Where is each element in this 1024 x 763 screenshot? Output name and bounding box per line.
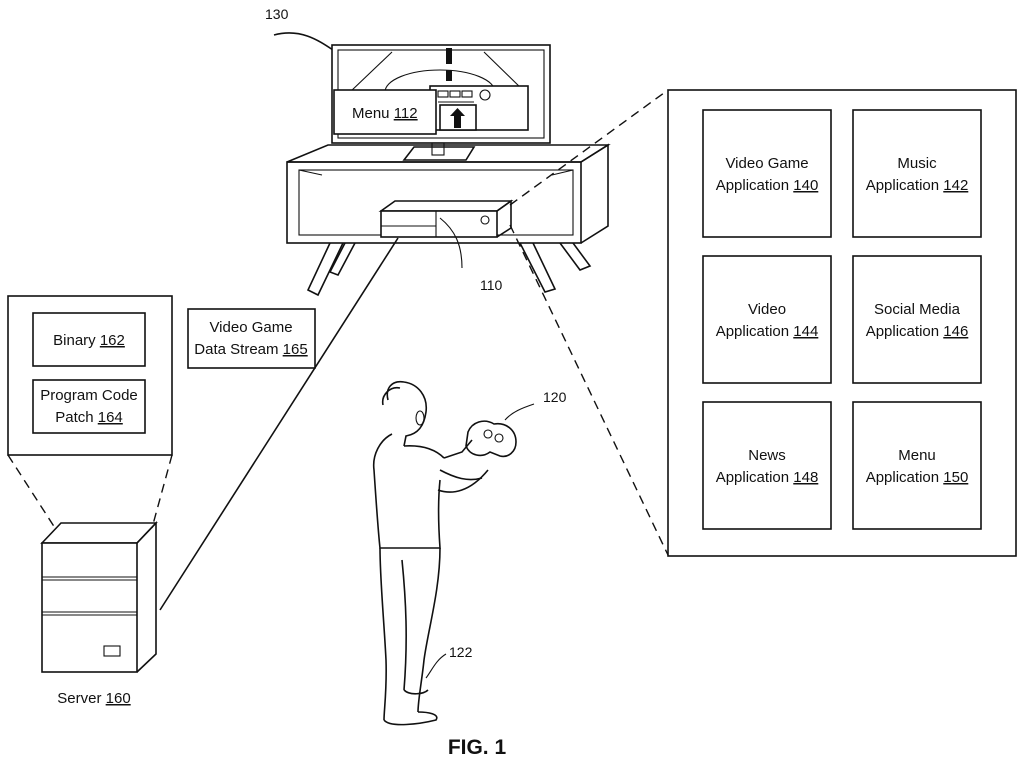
- controller-ref-label: 120: [543, 389, 567, 405]
- app-tile-music: Music Application 142: [853, 110, 981, 237]
- data-stream-label-line1: Video Game: [209, 319, 292, 336]
- svg-text:Music: Music: [897, 155, 937, 172]
- app-tile-news: News Application 148: [703, 402, 831, 529]
- svg-text:Video Game: Video Game: [725, 155, 808, 172]
- console-projection-lines: [510, 90, 668, 555]
- display-ref-label: 130: [265, 6, 289, 22]
- game-console: [381, 201, 511, 268]
- television: [274, 33, 550, 160]
- svg-text:News: News: [748, 447, 786, 464]
- user-ref-label: 122: [449, 644, 473, 660]
- figure-caption: FIG. 1: [448, 736, 507, 759]
- app-tile-video: Video Application 144: [703, 256, 831, 383]
- svg-text:Application 140: Application 140: [716, 177, 819, 194]
- app-tile-video-game: Video Game Application 140: [703, 110, 831, 237]
- svg-text:Application 148: Application 148: [716, 469, 819, 486]
- svg-text:Video: Video: [748, 301, 786, 318]
- stream-connection-line: [160, 238, 398, 610]
- app-tile-menu: Menu Application 150: [853, 402, 981, 529]
- server-label: Server 160: [57, 690, 130, 707]
- svg-text:Application 146: Application 146: [866, 323, 969, 340]
- menu-screen-label: Menu 112: [352, 105, 418, 122]
- user-figure: [374, 382, 534, 725]
- server-projection-lines: [8, 455, 172, 528]
- app-tile-social-media: Social Media Application 146: [853, 256, 981, 383]
- svg-text:Menu: Menu: [898, 447, 936, 464]
- patch-label-line2: Patch 164: [55, 409, 123, 426]
- svg-text:Application 150: Application 150: [866, 469, 969, 486]
- server-tower: [42, 523, 156, 672]
- svg-text:Application 144: Application 144: [716, 323, 819, 340]
- data-stream-box: [188, 309, 315, 368]
- patch-label-line1: Program Code: [40, 387, 138, 404]
- svg-text:Social Media: Social Media: [874, 301, 961, 318]
- console-ref-label: 110: [480, 277, 503, 293]
- svg-text:Application 142: Application 142: [866, 177, 969, 194]
- data-stream-label-line2: Data Stream 165: [194, 341, 307, 358]
- binary-label: Binary 162: [53, 332, 125, 349]
